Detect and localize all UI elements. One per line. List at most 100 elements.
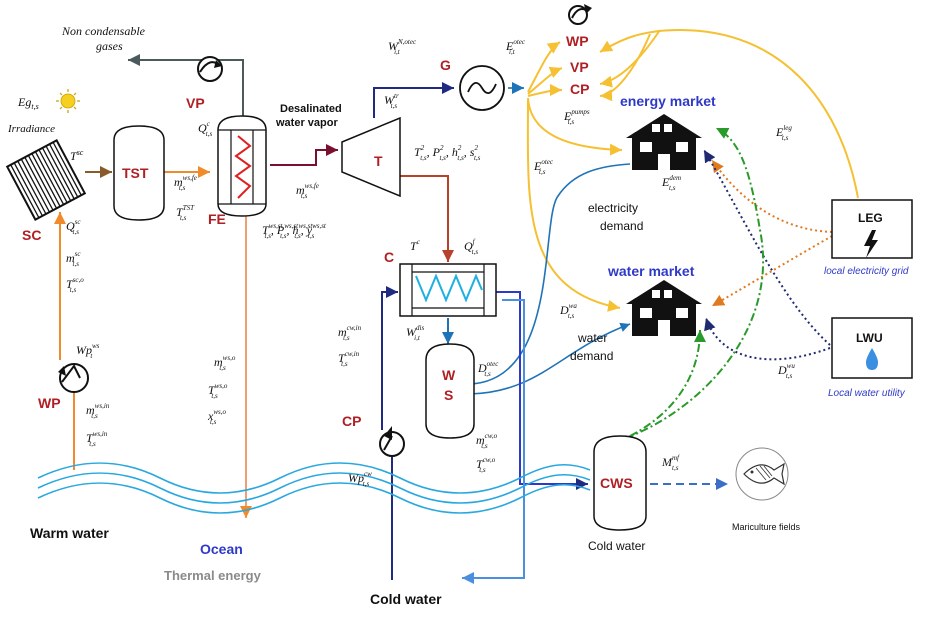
water-market-title: water market [607,263,695,279]
warm-pump [58,363,89,393]
ws-label-s: S [444,387,453,403]
leg-to-pumps [599,28,859,199]
generator-label: G [440,57,451,73]
leg-to-pumps-2 [599,29,661,88]
cws-to-water-market [629,329,706,437]
svg-text:Qft,s: Qft,s [464,238,478,256]
ocean-wave-2 [37,472,591,504]
energy-market-title: energy market [620,93,716,109]
svg-text:mws,ot,s: mws,ot,s [214,354,236,372]
ws-label-w: W [442,367,456,383]
generator [459,65,505,111]
ocean-label: Ocean [200,541,243,557]
energy-market-house-icon [626,114,702,170]
lightning-icon [864,230,878,258]
leg-to-pumps-3 [599,33,651,102]
ws-to-energy-market [469,163,631,385]
cold-discharge-flow [462,299,525,584]
leg-box [831,199,913,259]
cws-to-energy-market [625,127,765,439]
cws-label: CWS [600,475,633,491]
vp-right-label: VP [570,59,589,75]
svg-text:Tsc,ot,s: Tsc,ot,s [66,276,84,294]
sc-label: SC [22,227,41,243]
vapor-to-turbine-flow [270,144,338,166]
warm-water-label: Warm water [30,525,109,541]
power-to-wp [527,41,561,93]
svg-text:Tcw,ot,s: Tcw,ot,s [476,456,496,474]
tst-label: TST [122,165,149,181]
lwu-to-water-market [704,317,831,361]
leg-subtitle: local electricity grid [824,266,909,277]
fe-label: FE [208,211,226,227]
water-storage-tank [425,343,475,439]
svg-text:Tws,int,s: Tws,int,s [86,430,108,448]
lwu-to-energy-market [703,149,831,346]
svg-text:mws,fet,s: mws,fet,s [174,174,197,192]
desalinated-label-1: Desalinated [280,103,342,115]
wp-right-label: WP [566,33,589,49]
water-drop-icon [866,348,878,370]
cp-right-label: CP [570,81,589,97]
water-demand-2: demand [570,349,613,363]
svg-text:Qct,s: Qct,s [198,120,212,138]
svg-text:mcw,int,s: mcw,int,s [338,324,362,342]
leg-title: LEG [858,211,883,225]
svg-text:mws,fet,s: mws,fet,s [296,182,319,200]
ncg-label-2: gases [96,39,123,53]
power-to-vp [527,66,563,95]
irradiance-symbol: Egt,s [17,95,39,111]
svg-text:Tws,stt,s, Pws,stt,s, hws,stt,: Tws,stt,s, Pws,stt,s, hws,stt,s, yws,stt… [262,222,327,240]
var-t-c: Tc [410,238,421,253]
ncg-flow-line [128,54,244,118]
thermal-storage-tank [113,125,165,221]
t-sc-label: Tsc [70,148,84,163]
water-demand-1: water [577,331,607,345]
condenser-label: C [384,249,394,265]
desalinated-label-2: water vapor [275,117,338,129]
turbine-to-generator-flow [373,82,454,118]
vp-top-label: VP [186,95,205,111]
svg-text:T2t,s, P2t,s, h2t,s, s2t,s: T2t,s, P2t,s, h2t,s, s2t,s [414,144,481,162]
electricity-demand-1: electricity [588,201,638,215]
vacuum-pump-top [197,56,223,82]
condenser-to-cws-flow [496,291,588,490]
mariculture-label: Mariculture fields [732,522,801,532]
water-market-house-icon [626,280,702,336]
thermal-energy-label: Thermal energy [164,568,262,583]
power-to-water-market [526,99,621,312]
